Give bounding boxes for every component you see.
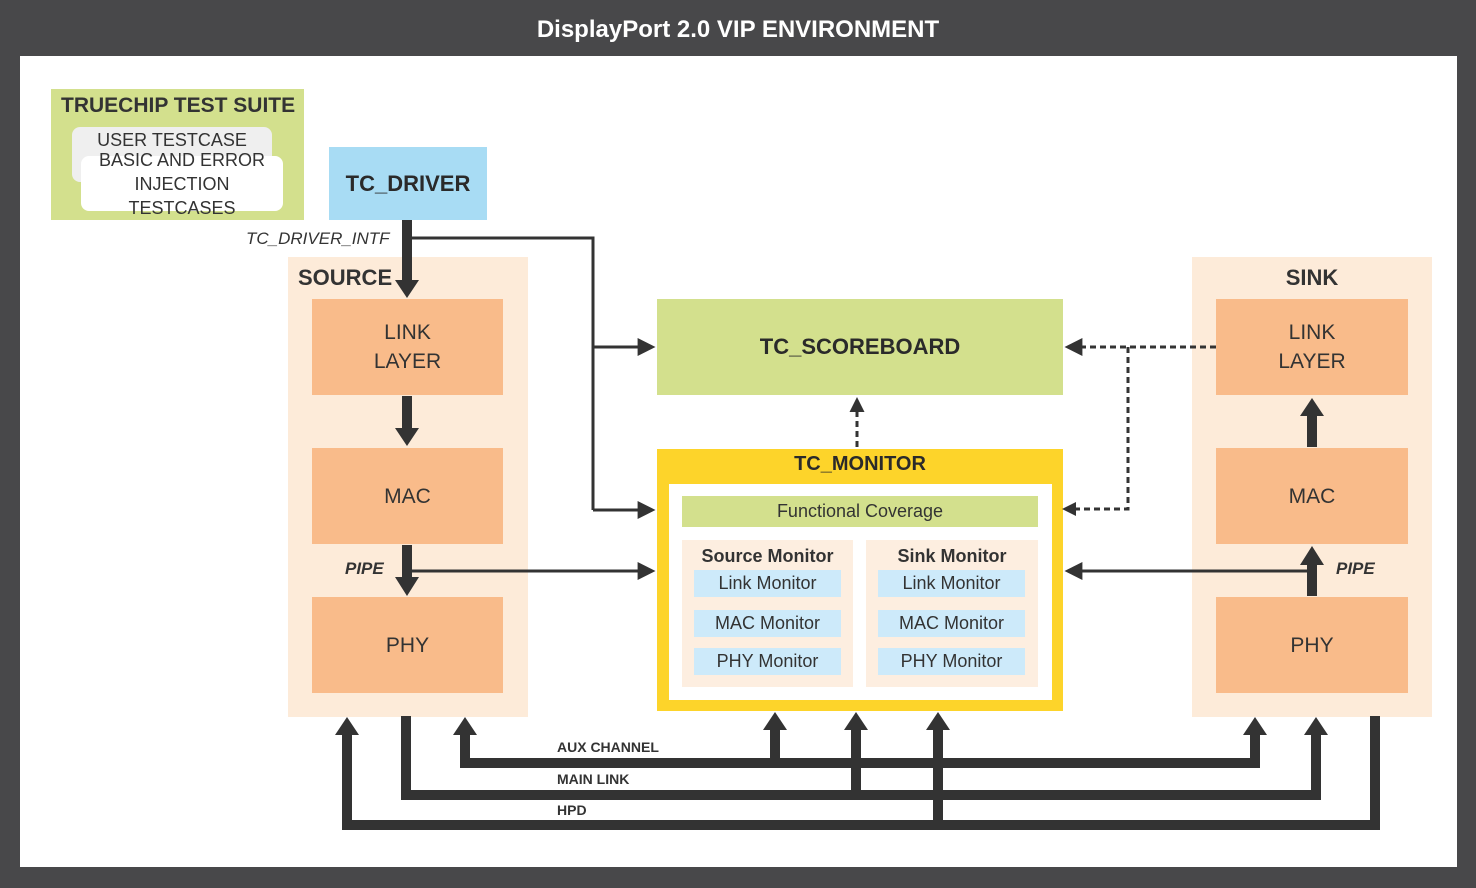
sink-label: SINK	[1285, 265, 1339, 290]
basic-testcases-line2: INJECTION TESTCASES	[128, 173, 236, 218]
source-label: SOURCE	[298, 265, 393, 290]
aux-sink-arrow	[1243, 717, 1267, 768]
tc-driver-box: TC_DRIVER	[329, 147, 487, 220]
hpd-source-arrow	[335, 717, 359, 830]
functional-coverage-box: Functional Coverage	[682, 496, 1038, 527]
hpd-monitor-arrow	[926, 712, 950, 825]
source-mac-monitor: MAC Monitor	[694, 610, 841, 637]
sink-mac-monitor: MAC Monitor	[878, 610, 1025, 637]
source-pipe-label: PIPE	[345, 559, 384, 578]
sink-mac-to-link-arrow	[1300, 398, 1324, 447]
sink-phy-monitor: PHY Monitor	[878, 648, 1025, 675]
hpd-bus-right-drop	[1370, 716, 1380, 830]
aux-monitor-arrow	[763, 712, 787, 763]
main-link-label: MAIN LINK	[557, 771, 630, 787]
source-link-layer-line2: LAYER	[373, 350, 442, 373]
tc-scoreboard-box: TC_SCOREBOARD	[657, 299, 1063, 395]
sink-link-monitor: Link Monitor	[878, 570, 1025, 597]
test-suite-title: TRUECHIP TEST SUITE	[61, 94, 296, 117]
sink-link-to-monitor-wire	[1074, 347, 1130, 511]
sink-phy-to-mac-arrow	[1300, 546, 1324, 596]
sink-mac: MAC	[1216, 448, 1408, 544]
source-mac-to-phy-arrow	[395, 545, 419, 596]
tc-driver-intf-label: TC_DRIVER_INTF	[246, 229, 390, 248]
source-phy-monitor: PHY Monitor	[694, 648, 841, 675]
sink-phy: PHY	[1216, 597, 1408, 693]
source-link-layer: LINK LAYER	[312, 299, 503, 395]
source-phy: PHY	[312, 597, 503, 693]
source-link-to-mac-arrow	[395, 396, 419, 446]
aux-source-arrow	[453, 717, 477, 768]
sink-monitor-title: Sink Monitor	[897, 546, 1007, 566]
driver-to-source-arrow	[395, 220, 419, 298]
hpd-bus	[342, 820, 1380, 830]
main-link-left-drop	[401, 716, 411, 800]
aux-bus	[460, 758, 1260, 768]
tc-monitor-title: TC_MONITOR	[794, 453, 926, 475]
source-link-layer-line1: LINK	[384, 321, 431, 344]
main-link-monitor-arrow	[844, 712, 868, 795]
source-mac: MAC	[312, 448, 503, 544]
basic-error-testcases-box: BASIC AND ERROR INJECTION TESTCASES	[81, 150, 283, 218]
sink-pipe-label: PIPE	[1336, 559, 1375, 578]
diagram-title: DisplayPort 2.0 VIP ENVIRONMENT	[536, 16, 940, 43]
main-link-sink-arrow	[1304, 717, 1328, 800]
basic-testcases-line1: BASIC AND ERROR	[98, 149, 266, 170]
sink-link-layer: LINK LAYER	[1216, 299, 1408, 395]
sink-link-layer-line2: LAYER	[1278, 350, 1346, 373]
sink-link-to-monitor-arrowhead	[1062, 502, 1076, 516]
source-monitor-title: Source Monitor	[701, 546, 834, 566]
hpd-label: HPD	[557, 802, 587, 818]
driver-intf-wire	[412, 236, 595, 510]
source-link-monitor: Link Monitor	[694, 570, 841, 597]
sink-link-layer-line1: LINK	[1288, 321, 1336, 344]
aux-channel-label: AUX CHANNEL	[557, 739, 659, 755]
